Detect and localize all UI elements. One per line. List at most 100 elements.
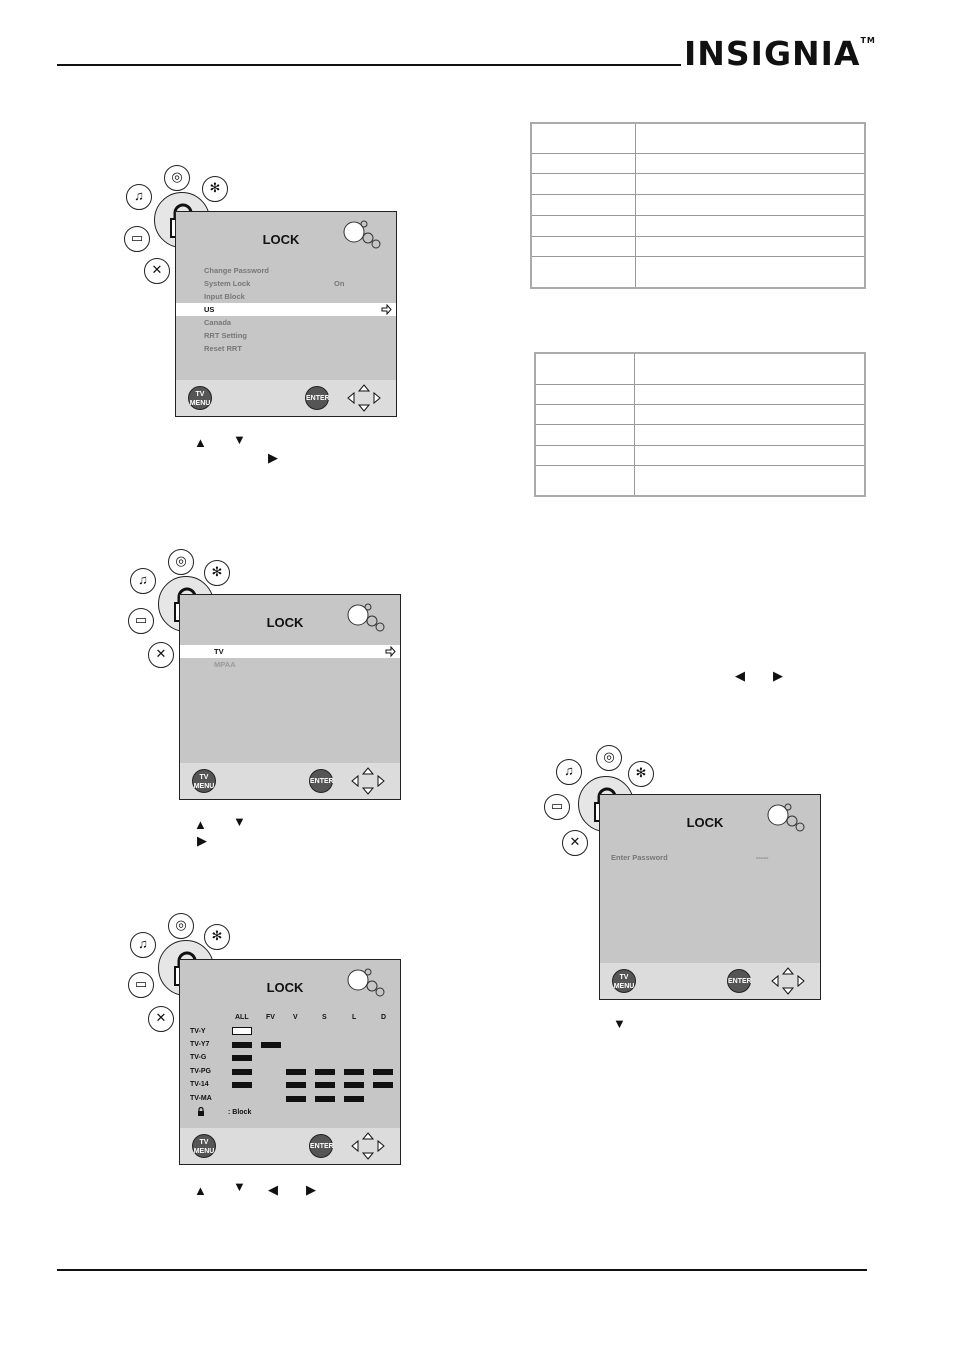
- arrow-right-icon: [381, 304, 392, 315]
- menu-item-tv[interactable]: TV: [180, 645, 400, 658]
- menu-item-us[interactable]: US: [176, 303, 396, 316]
- rating-cell-block[interactable]: [286, 1096, 306, 1102]
- header-rule: [57, 64, 681, 66]
- decorative-bubbles-icon: [343, 220, 381, 249]
- rating-cell-block[interactable]: [373, 1082, 393, 1088]
- rating-cell-block[interactable]: [232, 1082, 252, 1088]
- right-arrow-icon: ▶: [773, 668, 783, 683]
- enter-button[interactable]: ENTER: [305, 386, 330, 410]
- tv-menu-button[interactable]: TV MENU: [612, 969, 636, 993]
- rating-cell-block[interactable]: [373, 1069, 393, 1075]
- music-icon: ♫: [556, 759, 582, 785]
- menu-item-reset-rrt[interactable]: Reset RRT: [204, 344, 242, 353]
- rating-row-label: TV-Y7: [190, 1041, 210, 1048]
- tools-icon: ✕: [144, 258, 170, 284]
- osd-footer: TV MENU ENTER: [180, 1128, 400, 1164]
- globe-clock-icon: ◎: [596, 745, 622, 771]
- decorative-bubbles-icon: [347, 603, 385, 632]
- osd-footer: TV MENU ENTER: [176, 380, 396, 416]
- dpad-icon: [347, 384, 381, 412]
- column-header-l: L: [352, 1014, 357, 1021]
- password-value: -----: [756, 853, 769, 862]
- dpad-icon: [351, 767, 385, 795]
- osd-lock-region-menu: LOCK TV MPAA TV MENU ENTER: [179, 594, 401, 800]
- legend-block-label: : Block: [228, 1109, 252, 1116]
- rating-row-label: TV-MA: [190, 1095, 212, 1102]
- password-field[interactable]: Enter Password -----: [600, 851, 820, 864]
- tools-icon: ✕: [562, 830, 588, 856]
- column-header-d: D: [381, 1014, 387, 1021]
- down-arrow-icon: ▼: [233, 814, 246, 829]
- left-arrow-icon: ◀: [735, 668, 745, 683]
- rating-cell-block[interactable]: [315, 1069, 335, 1075]
- menu-item-rrt-setting[interactable]: RRT Setting: [204, 331, 247, 340]
- menu-item-change-password[interactable]: Change Password: [204, 266, 270, 275]
- arrow-right-icon: [385, 646, 396, 657]
- enter-button[interactable]: ENTER: [309, 769, 334, 793]
- rating-cell-open[interactable]: [232, 1027, 252, 1035]
- up-arrow-icon: ▲: [194, 435, 207, 450]
- small-lock-icon: [198, 1107, 204, 1116]
- brand-logo: INSIGNIATM: [684, 34, 876, 73]
- osd-title: LOCK: [262, 232, 300, 247]
- rating-cell-block[interactable]: [315, 1096, 335, 1102]
- osd-title: LOCK: [686, 815, 724, 830]
- tv-icon: ▭: [128, 608, 154, 634]
- enter-button[interactable]: ENTER: [727, 969, 752, 993]
- menu-item-mpaa[interactable]: MPAA: [214, 660, 236, 669]
- rating-cell-block[interactable]: [344, 1096, 364, 1102]
- decorative-bubbles-icon: [767, 803, 805, 832]
- rating-cell-block[interactable]: [261, 1042, 281, 1048]
- decorative-bubbles-icon: [347, 968, 385, 997]
- tv-icon: ▭: [128, 972, 154, 998]
- password-label: Enter Password: [611, 853, 668, 862]
- rating-row-label: TV-PG: [190, 1068, 212, 1075]
- column-header-all: ALL: [235, 1014, 249, 1021]
- rating-cell-block[interactable]: [286, 1082, 306, 1088]
- tools-icon: ✕: [148, 642, 174, 668]
- osd-enter-password: LOCK Enter Password ----- TV MENU ENTER: [599, 794, 821, 1000]
- down-arrow-icon: ▼: [613, 1016, 626, 1031]
- column-header-v: V: [293, 1014, 298, 1021]
- down-arrow-icon: ▼: [233, 432, 246, 447]
- tv-icon: ▭: [124, 226, 150, 252]
- music-icon: ♫: [130, 932, 156, 958]
- gear-icon: ✻: [204, 924, 230, 950]
- menu-item-input-block[interactable]: Input Block: [204, 292, 245, 301]
- globe-clock-icon: ◎: [168, 549, 194, 575]
- globe-clock-icon: ◎: [164, 165, 190, 191]
- column-header-fv: FV: [266, 1014, 275, 1021]
- tools-icon: ✕: [148, 1006, 174, 1032]
- rating-cell-block[interactable]: [286, 1069, 306, 1075]
- rating-cell-block[interactable]: [344, 1082, 364, 1088]
- tv-menu-button[interactable]: TV MENU: [188, 386, 212, 410]
- rating-row-label: TV-Y: [190, 1028, 206, 1035]
- gear-icon: ✻: [628, 761, 654, 787]
- rating-cell-block[interactable]: [344, 1069, 364, 1075]
- rating-cell-block[interactable]: [232, 1042, 252, 1048]
- column-header-s: S: [322, 1014, 327, 1021]
- osd-tv-rating-grid: LOCK ALL FV V S L D TV-Y TV-Y7 TV-G TV-P…: [179, 959, 401, 1165]
- rating-row-label: TV-G: [190, 1054, 207, 1061]
- rating-cell-block[interactable]: [315, 1082, 335, 1088]
- dpad-icon: [771, 967, 805, 995]
- enter-button[interactable]: ENTER: [309, 1134, 334, 1158]
- reference-table-2: [534, 352, 866, 497]
- left-arrow-icon: ◀: [268, 1182, 278, 1197]
- down-arrow-icon: ▼: [233, 1179, 246, 1194]
- osd-footer: TV MENU ENTER: [180, 763, 400, 799]
- gear-icon: ✻: [202, 176, 228, 202]
- up-arrow-icon: ▲: [194, 817, 207, 832]
- menu-item-canada[interactable]: Canada: [204, 318, 232, 327]
- rating-cell-block[interactable]: [232, 1055, 252, 1061]
- right-arrow-icon: ▶: [197, 833, 207, 848]
- rating-cell-block[interactable]: [232, 1069, 252, 1075]
- tv-menu-button[interactable]: TV MENU: [192, 1134, 216, 1158]
- right-arrow-icon: ▶: [306, 1182, 316, 1197]
- osd-title: LOCK: [266, 615, 304, 630]
- music-icon: ♫: [130, 568, 156, 594]
- tv-icon: ▭: [544, 794, 570, 820]
- tv-menu-button[interactable]: TV MENU: [192, 769, 216, 793]
